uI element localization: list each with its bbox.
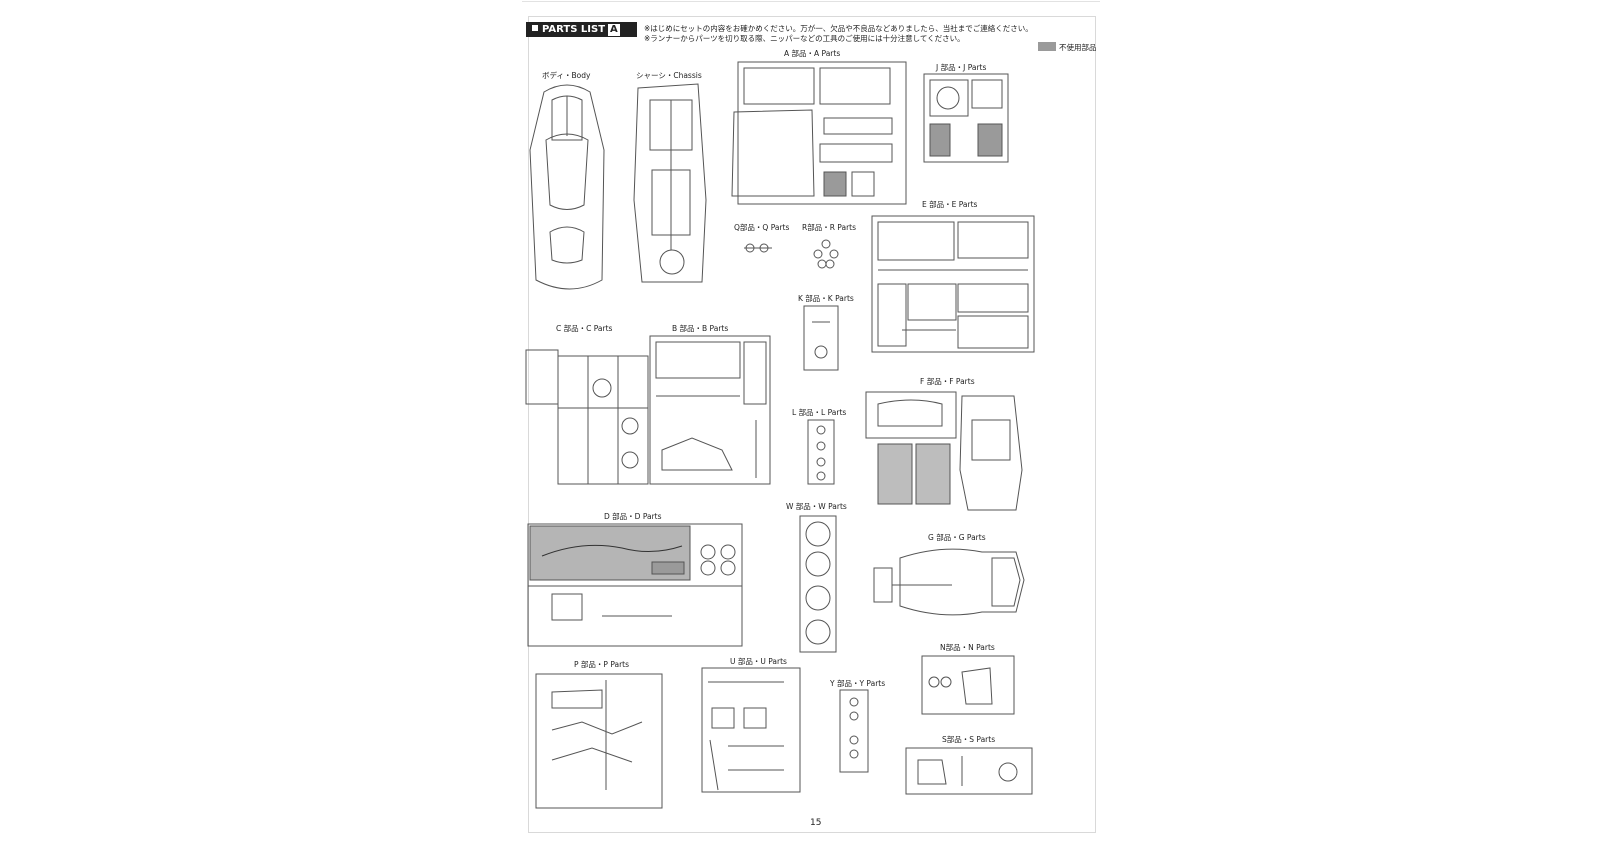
d-parts-runner <box>527 523 743 647</box>
u-parts-runner <box>701 667 801 793</box>
body-drawing <box>529 84 605 290</box>
parts-drawings <box>525 61 1035 809</box>
u-parts-label: U 部品・U Parts <box>730 657 787 666</box>
p-parts-runner <box>535 673 663 809</box>
q-parts-drawing <box>744 243 772 253</box>
r-parts-label: R部品・R Parts <box>802 223 857 232</box>
w-parts-label: W 部品・W Parts <box>786 502 847 511</box>
parts-list-letter: A <box>608 24 620 36</box>
n-parts-label: N部品・N Parts <box>940 643 995 652</box>
b-parts-label: B 部品・B Parts <box>672 324 729 333</box>
p-parts-label: P 部品・P Parts <box>574 660 630 669</box>
w-parts-runner <box>799 515 837 653</box>
chassis-drawing <box>633 83 707 283</box>
c-parts-runner <box>525 349 649 485</box>
k-parts-label: K 部品・K Parts <box>798 294 854 303</box>
l-parts-label: L 部品・L Parts <box>792 408 847 417</box>
note-check-contents: ※はじめにセットの内容をお確かめください。万が一、欠品や不良品などありましたら、… <box>644 24 1033 33</box>
page-frame <box>528 16 1096 833</box>
g-parts-label: G 部品・G Parts <box>928 533 986 542</box>
f-parts-label: F 部品・F Parts <box>920 377 975 386</box>
e-parts-label: E 部品・E Parts <box>922 200 978 209</box>
l-parts-runner <box>807 419 835 485</box>
d-parts-label: D 部品・D Parts <box>604 512 662 521</box>
a-parts-label: A 部品・A Parts <box>784 49 841 58</box>
e-parts-runner <box>871 215 1035 353</box>
q-parts-label: Q部品・Q Parts <box>734 223 790 232</box>
page-number: 15 <box>810 818 822 828</box>
chassis-label: シャーシ・Chassis <box>636 71 702 80</box>
c-parts-label: C 部品・C Parts <box>556 324 613 333</box>
note-cut-carefully: ※ランナーからパーツを切り取る際、ニッパーなどの工具のご使用には十分注意してくだ… <box>644 34 965 43</box>
b-parts-runner <box>649 335 771 485</box>
unused-parts-legend: 不使用部品 <box>1038 42 1097 53</box>
header-square-icon <box>532 25 538 31</box>
parts-list-title: PARTS LIST <box>542 24 606 35</box>
unused-legend-label: 不使用部品 <box>1059 43 1097 52</box>
f-parts-runner <box>865 391 1023 511</box>
n-parts-runner <box>921 655 1015 715</box>
s-parts-label: S部品・S Parts <box>942 735 996 744</box>
a-parts-runner <box>731 61 907 205</box>
y-parts-label: Y 部品・Y Parts <box>830 679 886 688</box>
k-parts-runner <box>803 305 839 371</box>
j-parts-runner <box>923 73 1009 163</box>
g-parts-runner <box>873 548 1025 616</box>
top-rule <box>522 1 1100 2</box>
s-parts-runner <box>905 747 1033 795</box>
r-parts-drawing <box>813 239 839 269</box>
body-label: ボディ・Body <box>542 71 591 80</box>
unused-swatch <box>1038 42 1056 51</box>
j-parts-label: J 部品・J Parts <box>936 63 987 72</box>
y-parts-runner <box>839 689 869 773</box>
